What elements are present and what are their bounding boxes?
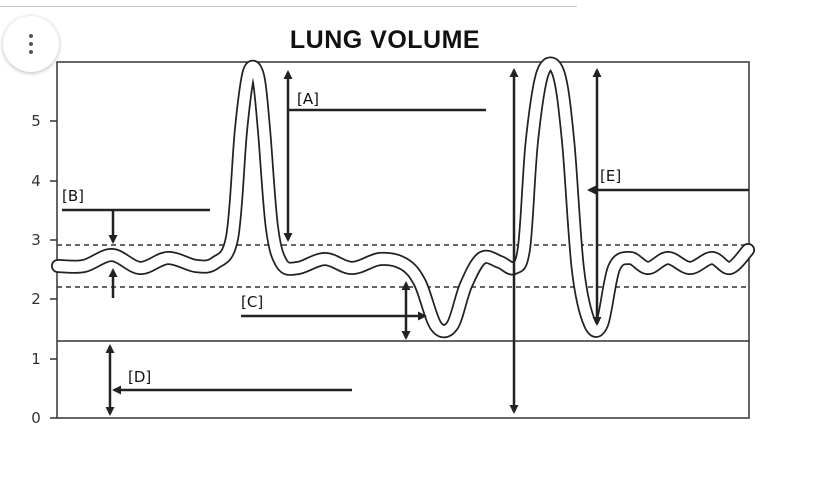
plot-frame <box>56 61 750 419</box>
breathing-trace <box>51 56 755 339</box>
top-divider <box>0 6 577 7</box>
y-tick-label: 1 <box>31 350 41 368</box>
label-c: [C] <box>241 293 263 311</box>
y-tick-label: 5 <box>31 112 41 130</box>
label-b: [B] <box>62 187 84 205</box>
y-tick-label: 3 <box>31 231 41 249</box>
y-tick-label: 0 <box>31 409 41 427</box>
label-a: [A] <box>297 90 319 108</box>
more-options-button[interactable] <box>3 16 59 72</box>
diagram-title: LUNG VOLUME <box>289 26 481 54</box>
y-tick-label: 4 <box>31 172 41 190</box>
y-axis: 0 1 2 3 4 5 <box>31 112 57 427</box>
label-e: [E] <box>600 167 621 185</box>
y-tick-label: 2 <box>31 290 41 308</box>
label-d: [D] <box>128 368 151 386</box>
vertical-dots-icon <box>29 34 33 54</box>
